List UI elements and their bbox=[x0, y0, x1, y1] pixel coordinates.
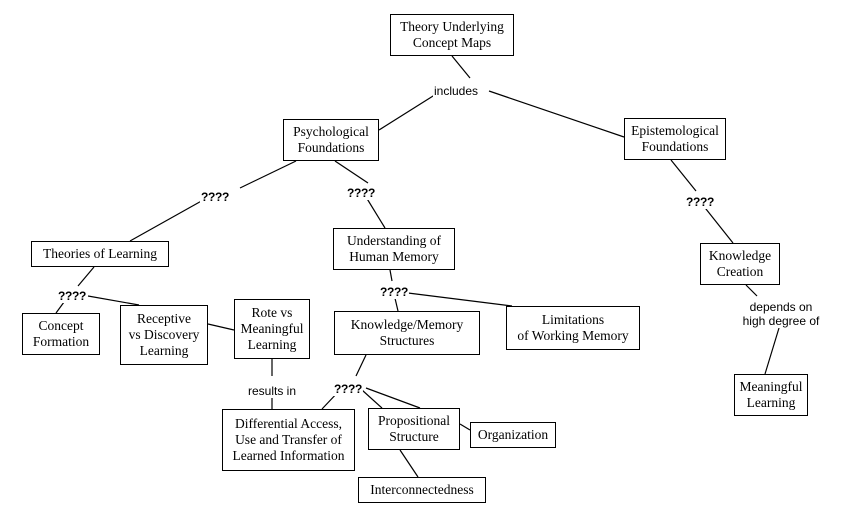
concept-node-label: Concept bbox=[38, 318, 84, 333]
concept-node-label: Understanding of bbox=[346, 233, 442, 248]
link-label-q-theories[interactable]: ???? bbox=[56, 289, 88, 303]
link-label-line: ???? bbox=[200, 190, 230, 204]
connector-knowmem-qstructures bbox=[355, 354, 367, 377]
connector-psych-qpsych bbox=[239, 160, 297, 189]
concept-node-label: Structure bbox=[389, 429, 439, 444]
concept-node-label: Receptive bbox=[137, 311, 191, 326]
concept-node-label: Learning bbox=[746, 395, 796, 410]
concept-node-label: Knowledge bbox=[708, 248, 772, 263]
concept-node-label: Meaningful bbox=[739, 379, 803, 394]
concept-node-label: Concept Maps bbox=[412, 35, 492, 50]
concept-node-label: Structures bbox=[379, 333, 435, 348]
concept-node-organization[interactable]: Organization bbox=[470, 422, 556, 448]
connector-proposit-interconn bbox=[399, 449, 419, 478]
connector-includes-psych bbox=[378, 90, 442, 131]
link-label-line: ???? bbox=[333, 382, 363, 396]
connector-qknowmem-limits bbox=[407, 292, 513, 307]
concept-node-label: of Working Memory bbox=[517, 328, 629, 343]
concept-node-theories[interactable]: Theories of Learning bbox=[31, 241, 169, 267]
connector-qmemory-understanding bbox=[365, 196, 386, 229]
concept-node-label: Psychological bbox=[293, 124, 369, 139]
concept-node-label: Use and Transfer of bbox=[235, 432, 342, 447]
link-label-q-psych[interactable]: ???? bbox=[199, 190, 231, 204]
link-label-line: high degree of bbox=[742, 314, 820, 328]
link-label-line: depends on bbox=[749, 300, 813, 314]
concept-node-label: Differential Access, bbox=[235, 416, 342, 431]
link-label-line: results in bbox=[247, 384, 297, 398]
concept-node-label: Learned Information bbox=[232, 448, 345, 463]
concept-node-label: Learning bbox=[139, 343, 189, 358]
concept-node-interconn[interactable]: Interconnectedness bbox=[358, 477, 486, 503]
connector-theories-qtheories bbox=[77, 266, 95, 287]
concept-node-label: Rote vs bbox=[251, 305, 293, 320]
concept-node-label: Interconnectedness bbox=[370, 482, 474, 497]
connector-includes-episte bbox=[488, 90, 625, 138]
connector-qstructures-proposit2 bbox=[365, 387, 421, 409]
connector-theory-includes bbox=[451, 55, 471, 79]
connector-psych-qmemory bbox=[334, 160, 369, 184]
concept-node-label: Formation bbox=[32, 334, 90, 349]
concept-node-label: Foundations bbox=[297, 140, 365, 155]
connector-qstructures-proposit bbox=[361, 389, 383, 409]
link-label-results-in[interactable]: results in bbox=[246, 384, 298, 398]
connector-depends-meaningful bbox=[764, 327, 780, 375]
link-label-line: ???? bbox=[685, 195, 715, 209]
connector-receptive-rote bbox=[207, 323, 235, 331]
concept-node-label: Theory Underlying bbox=[400, 19, 504, 34]
concept-node-label: Meaningful bbox=[240, 321, 304, 336]
concept-node-label: Foundations bbox=[641, 139, 709, 154]
concept-node-label: vs Discovery bbox=[128, 327, 200, 342]
connector-qtheories-receptive bbox=[87, 295, 140, 306]
connector-knowcreation-depends bbox=[745, 284, 758, 297]
link-label-q-knowmem[interactable]: ???? bbox=[378, 285, 410, 299]
link-label-line: ???? bbox=[57, 289, 87, 303]
concept-node-label: Theories of Learning bbox=[43, 246, 157, 261]
concept-node-label: Knowledge/Memory bbox=[350, 317, 464, 332]
concept-node-label: Limitations bbox=[541, 312, 605, 327]
connector-understanding-qknowmem bbox=[389, 269, 393, 282]
concept-node-label: Epistemological bbox=[631, 123, 719, 138]
link-label-line: ???? bbox=[379, 285, 409, 299]
concept-node-label: Organization bbox=[477, 427, 549, 442]
link-label-q-memory[interactable]: ???? bbox=[345, 186, 377, 200]
link-label-line: ???? bbox=[346, 186, 376, 200]
link-label-line: includes bbox=[433, 84, 479, 98]
link-label-q-episte[interactable]: ???? bbox=[684, 195, 716, 209]
connector-proposit-organization bbox=[459, 423, 471, 431]
concept-node-label: Propositional bbox=[377, 413, 450, 428]
connector-qepiste-knowcreation bbox=[701, 203, 734, 244]
concept-node-label: Human Memory bbox=[349, 249, 439, 264]
concept-node-label: Creation bbox=[716, 264, 764, 279]
connector-qpsych-theories bbox=[129, 198, 206, 242]
link-label-includes[interactable]: includes bbox=[432, 84, 480, 98]
connector-episte-qepiste bbox=[670, 159, 697, 192]
concept-node-label: Learning bbox=[247, 337, 297, 352]
link-label-q-structures[interactable]: ???? bbox=[332, 382, 364, 396]
